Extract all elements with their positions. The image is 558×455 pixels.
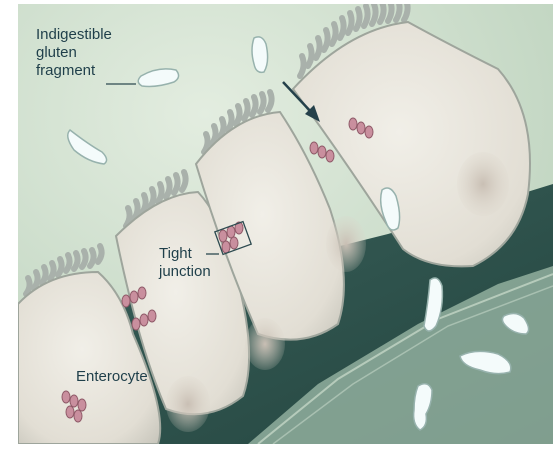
tight-label-line-1: Tight (159, 245, 211, 263)
nucleus (245, 318, 285, 370)
gluten-label-line-3: fragment (36, 62, 112, 80)
illustration-frame: Indigestible gluten fragment Tight junct… (18, 4, 553, 444)
nucleus (457, 152, 509, 216)
gluten-label-line-2: gluten (36, 44, 112, 62)
gluten-fragment (252, 37, 268, 72)
nucleus (166, 376, 210, 432)
tight-label-line-2: junction (159, 263, 211, 281)
tight-junction-label: Tight junction (159, 245, 211, 281)
enterocyte-label: Enterocyte (76, 368, 148, 386)
gluten-fragment-label: Indigestible gluten fragment (36, 26, 112, 80)
nucleus (326, 216, 366, 272)
gluten-label-line-1: Indigestible (36, 26, 112, 44)
